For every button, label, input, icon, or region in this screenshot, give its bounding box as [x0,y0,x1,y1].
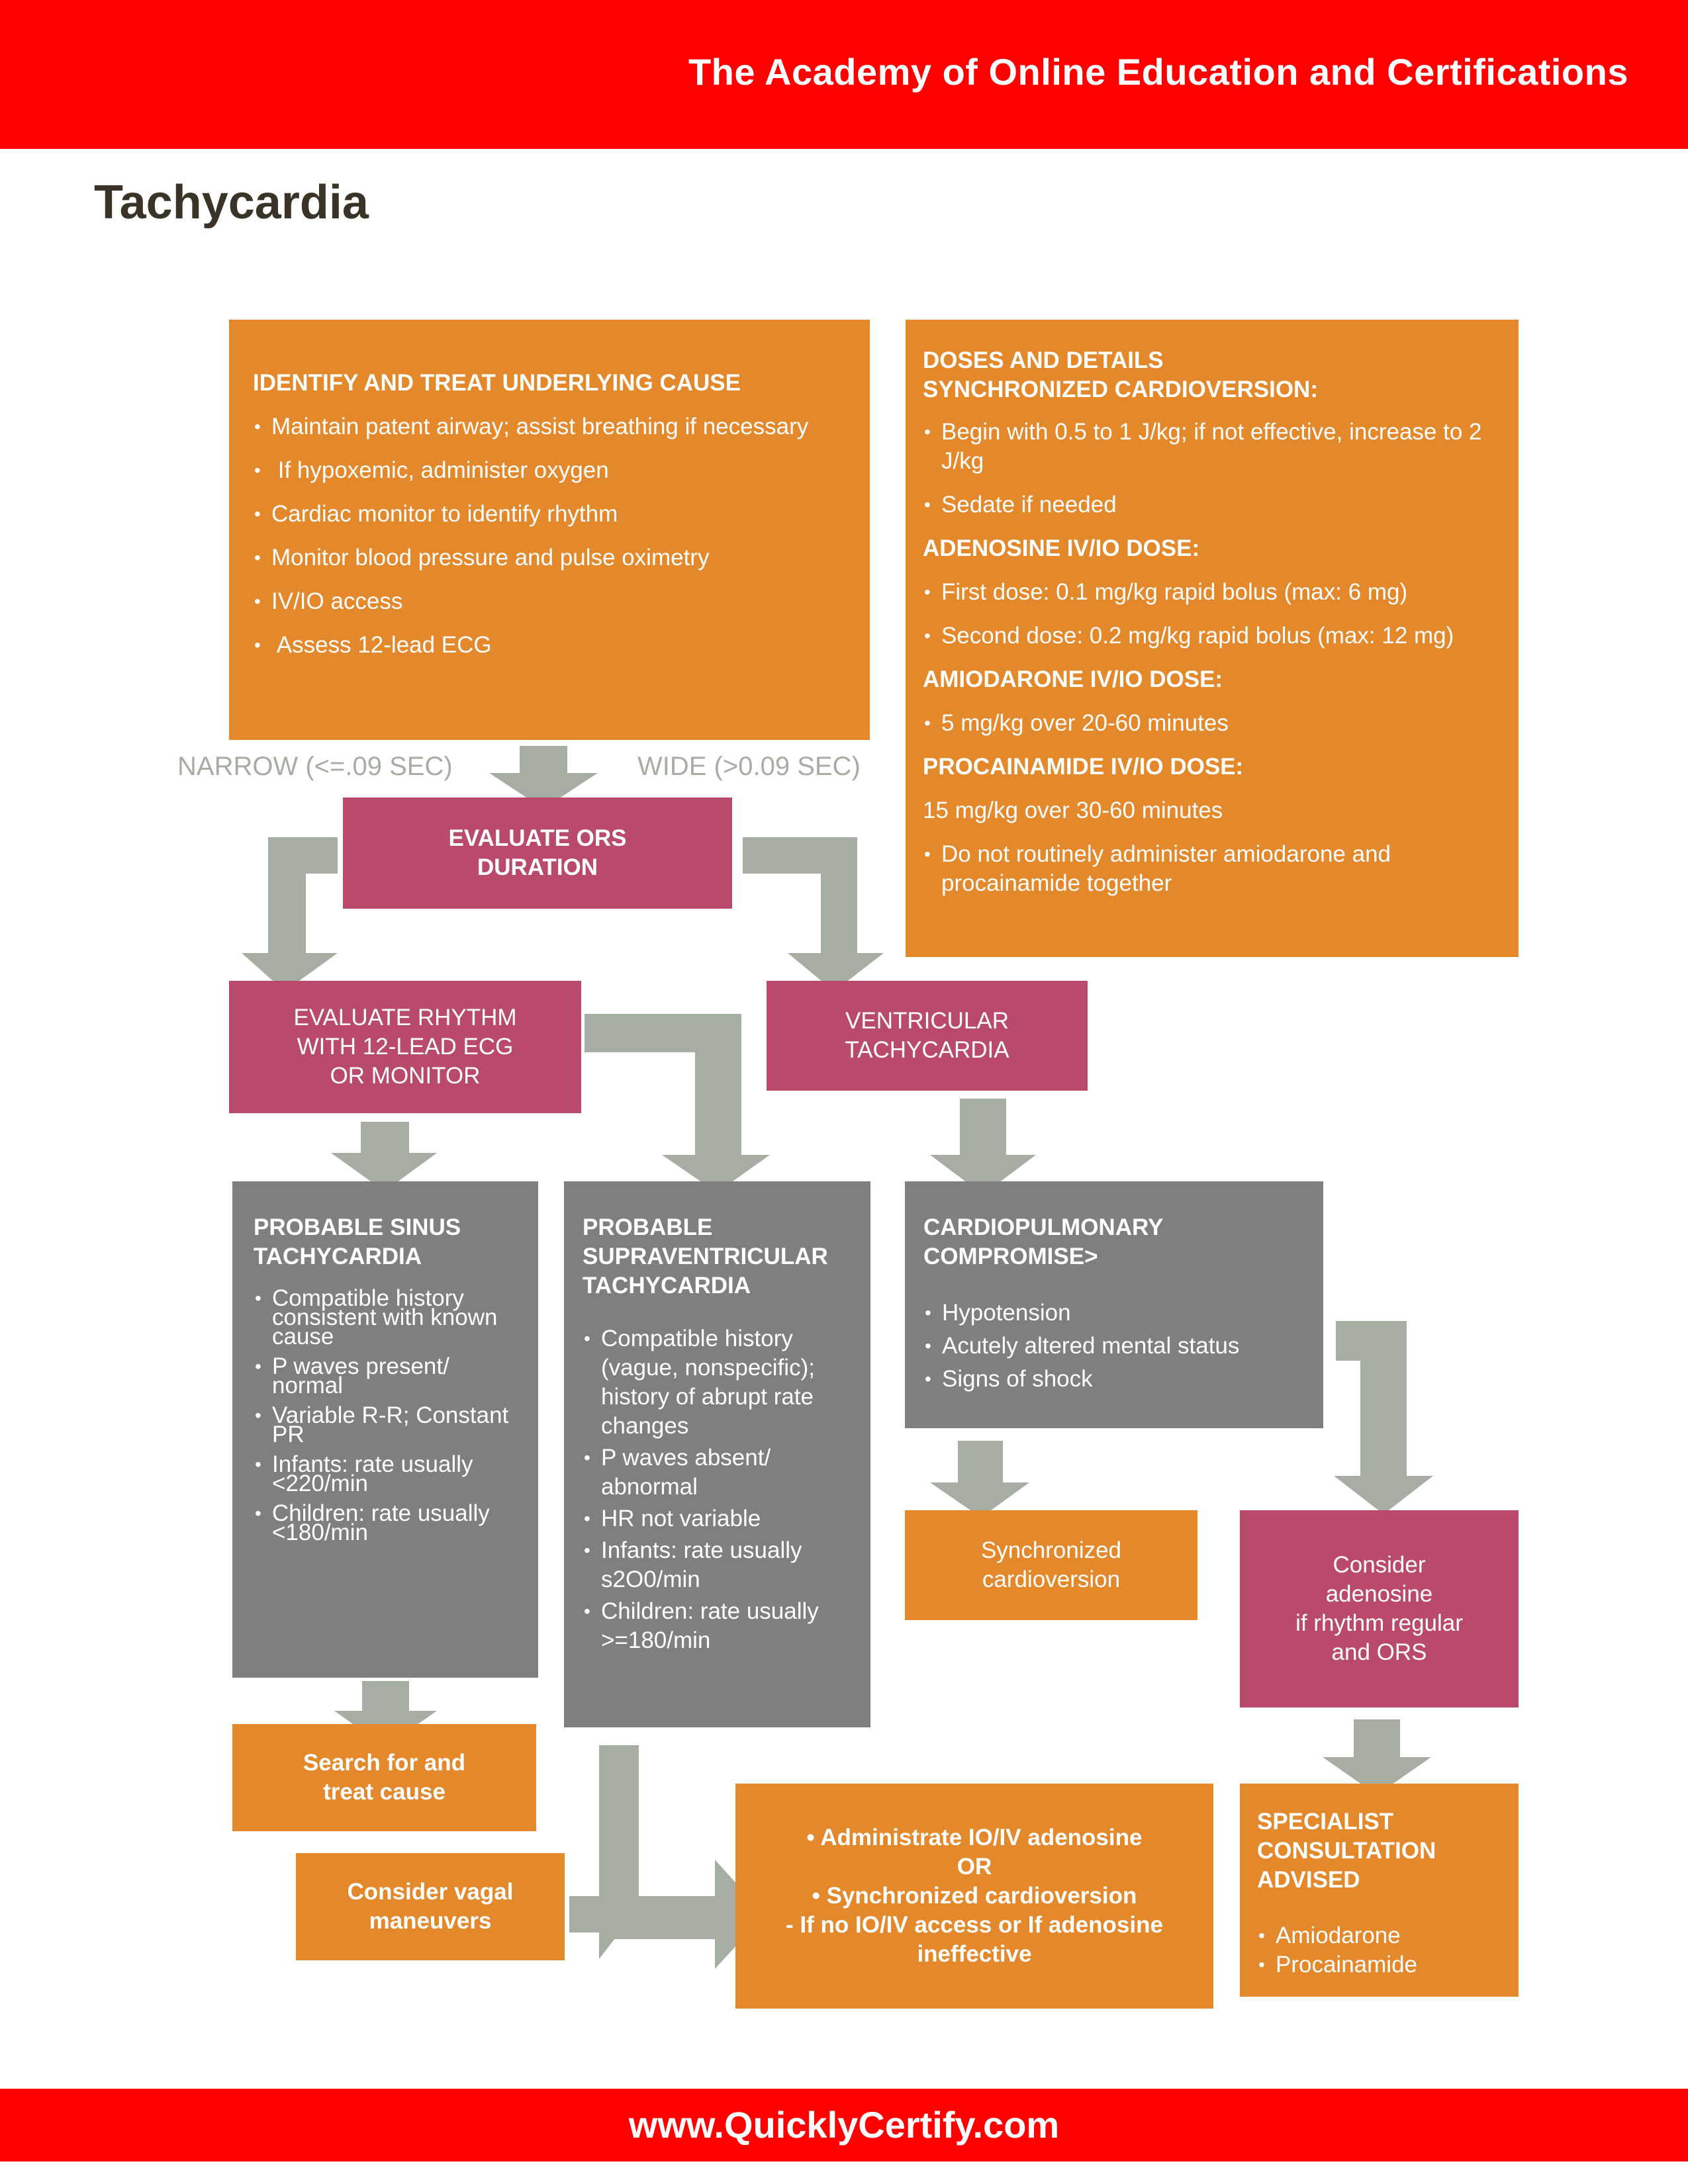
list-item: Procainamide [1257,1950,1505,1979]
evaluate-rhythm-line2: WITH 12-LEAD ECG [297,1034,514,1060]
arrow-cardio-to-adenosine [1334,1321,1433,1514]
wide-label: WIDE (>0.09 SEC) [637,752,861,781]
vagal-line1: Consider vagal [347,1879,514,1905]
administer-line1: • Administrate IO/IV adenosine [806,1825,1143,1850]
cardio-heading1: CARDIOPULMONARY [923,1214,1164,1240]
sync-line2: cardioversion [982,1567,1121,1592]
footer-url-link[interactable]: www.QuicklyCertify.com [628,2104,1060,2146]
page-title: Tachycardia [94,176,369,229]
evaluate-rhythm-box: EVALUATE RHYTHM WITH 12-LEAD ECG OR MONI… [229,981,581,1113]
svt-heading2: SUPRAVENTRICULAR [583,1244,828,1269]
search-line2: treat cause [323,1779,445,1805]
narrow-label: NARROW (<=.09 SEC) [177,752,453,781]
specialist-box: SPECIALIST CONSULTATION ADVISED Amiodaro… [1240,1784,1519,1997]
list-item: Assess 12-lead ECG [253,631,870,660]
administer-line2: OR [957,1854,992,1880]
ventricular-line2: TACHYCARDIA [845,1037,1009,1063]
list-item: 5 mg/kg over 20-60 minutes [923,709,1499,738]
list-item: Compatible history consistent with known… [254,1287,521,1348]
arrow-cardio-to-sync [930,1441,1029,1518]
list-item: HR not variable [583,1504,856,1533]
list-item: Acutely altered mental status [923,1330,1307,1363]
vagal-maneuvers-box: Consider vagal maneuvers [296,1853,565,1960]
sinus-heading1: PROBABLE SINUS [254,1214,461,1240]
cardio-heading2: COMPROMISE> [923,1244,1098,1269]
probable-svt-box: PROBABLE SUPRAVENTRICULAR TACHYCARDIA Co… [564,1181,870,1727]
adenosine-line1: Consider [1333,1552,1426,1578]
cardioversion-heading: SYNCHRONIZED CARDIOVERSION: [923,377,1318,402]
footer-bar [0,2089,1688,2161]
doses-heading: DOSES AND DETAILS [923,347,1164,373]
arrow-ventricular-to-cardio [930,1099,1036,1195]
list-item: Do not routinely administer amiodarone a… [923,840,1499,898]
procainamide-dose: 15 mg/kg over 30-60 minutes [923,797,1223,823]
arrow-vagal-to-administer [569,1860,633,1959]
arrow-qrs-to-rhythm [242,837,338,991]
administer-box: • Administrate IO/IV adenosine OR • Sync… [735,1784,1213,2009]
header-title: The Academy of Online Education and Cert… [688,51,1628,93]
list-item: Variable R-R; Constant PR [254,1404,521,1446]
list-item: P waves present/ normal [254,1355,521,1397]
list-item: Signs of shock [923,1363,1307,1396]
doses-box: DOSES AND DETAILS SYNCHRONIZED CARDIOVER… [906,320,1519,957]
identify-heading: IDENTIFY AND TREAT UNDERLYING CAUSE [253,370,741,396]
list-item: Second dose: 0.2 mg/kg rapid bolus (max:… [923,621,1499,651]
list-item: IV/IO access [253,587,870,616]
identify-cause-box: IDENTIFY AND TREAT UNDERLYING CAUSE Main… [229,320,870,740]
administer-line5: ineffective [917,1941,1032,1967]
arrow-qrs-to-ventricular [743,837,884,991]
adenosine-heading: ADENOSINE IV/IO DOSE: [923,535,1200,561]
specialist-heading1: SPECIALIST [1257,1809,1394,1835]
amiodarone-heading: AMIODARONE IV/IO DOSE: [923,666,1223,692]
list-item: Amiodarone [1257,1921,1505,1950]
list-item: Sedate if needed [923,490,1499,520]
administer-line3: • Synchronized cardioversion [812,1883,1137,1909]
svt-heading1: PROBABLE [583,1214,713,1240]
evaluate-qrs-line2: DURATION [477,854,598,880]
administer-line4: - If no IO/IV access or If adenosine [786,1912,1163,1938]
search-cause-box: Search for and treat cause [232,1724,536,1831]
arrow-rhythm-to-svt [585,1014,770,1193]
ventricular-line1: VENTRICULAR [845,1008,1009,1034]
search-line1: Search for and [303,1750,466,1776]
list-item: Infants: rate usually s2O0/min [583,1536,856,1594]
evaluate-qrs-line1: EVALUATE ORS [448,825,627,851]
list-item: P waves absent/ abnormal [583,1443,856,1502]
specialist-heading2: CONSULTATION [1257,1838,1436,1864]
list-item: Children: rate usually >=180/min [583,1597,856,1655]
list-item: If hypoxemic, administer oxygen [253,456,870,485]
adenosine-line4: and ORS [1331,1639,1427,1665]
list-item: Begin with 0.5 to 1 J/kg; if not effecti… [923,418,1499,476]
svt-heading3: TACHYCARDIA [583,1273,751,1298]
procainamide-heading: PROCAINAMIDE IV/IO DOSE: [923,754,1244,780]
cardiopulmonary-box: CARDIOPULMONARY COMPROMISE> Hypotension … [905,1181,1323,1428]
list-item: Monitor blood pressure and pulse oximetr… [253,543,870,572]
adenosine-line3: if rhythm regular [1295,1610,1463,1636]
evaluate-qrs-box: EVALUATE ORS DURATION [343,797,732,909]
vagal-line2: maneuvers [369,1908,492,1934]
sinus-heading2: TACHYCARDIA [254,1244,422,1269]
list-item: First dose: 0.1 mg/kg rapid bolus (max: … [923,578,1499,607]
consider-adenosine-box: Consider adenosine if rhythm regular and… [1240,1510,1519,1707]
list-item: Maintain patent airway; assist breathing… [253,412,870,441]
header-bar [0,0,1688,149]
list-item: Hypotension [923,1297,1307,1330]
adenosine-line2: adenosine [1325,1581,1433,1607]
list-item: Children: rate usually <180/min [254,1502,521,1544]
evaluate-rhythm-line1: EVALUATE RHYTHM [293,1005,517,1030]
ventricular-tachycardia-box: VENTRICULAR TACHYCARDIA [767,981,1088,1091]
list-item: Infants: rate usually <220/min [254,1453,521,1495]
sync-line1: Synchronized [980,1537,1122,1563]
list-item: Compatible history (vague, nonspecific);… [583,1324,856,1441]
evaluate-rhythm-line3: OR MONITOR [330,1063,481,1089]
list-item: Cardiac monitor to identify rhythm [253,500,870,529]
sync-cardioversion-box: Synchronized cardioversion [905,1510,1197,1620]
probable-sinus-box: PROBABLE SINUS TACHYCARDIA Compatible hi… [232,1181,538,1678]
specialist-heading3: ADVISED [1257,1867,1360,1893]
